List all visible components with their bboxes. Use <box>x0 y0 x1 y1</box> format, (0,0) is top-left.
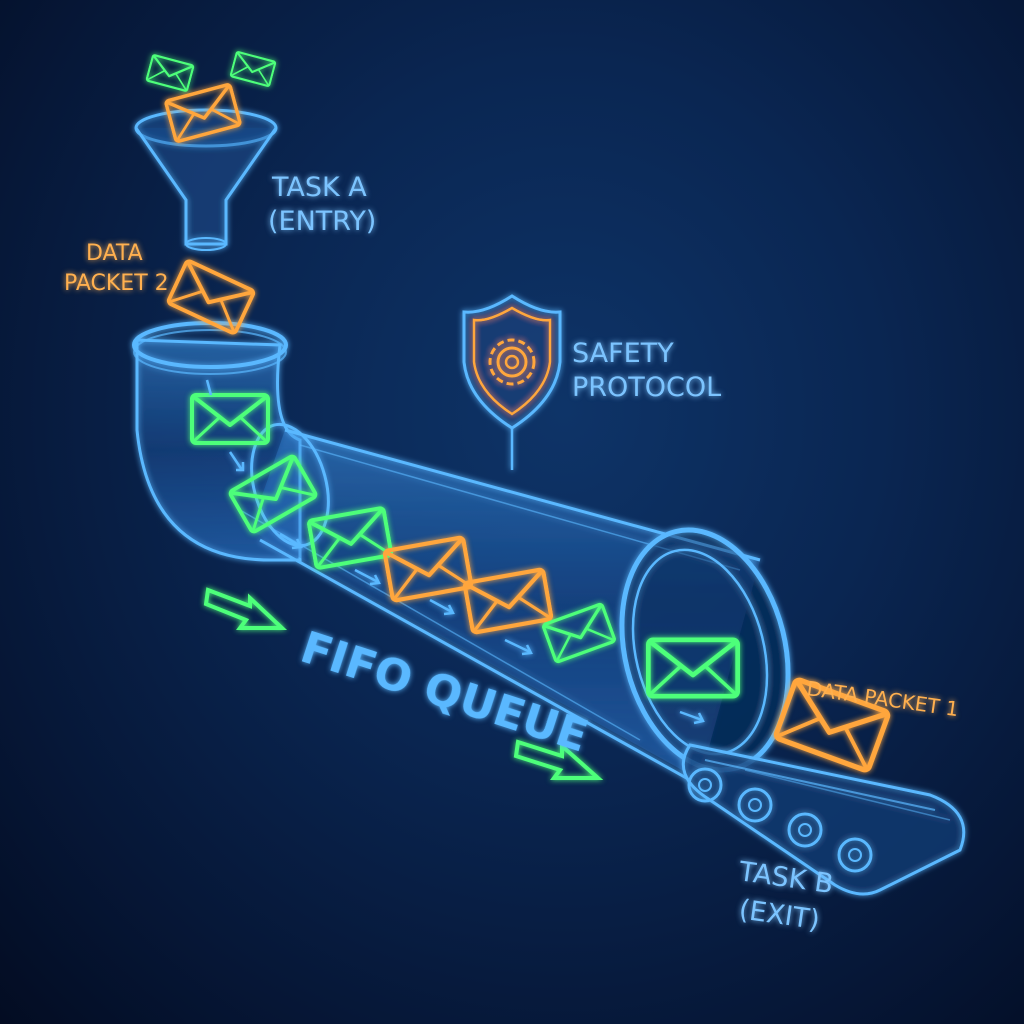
shield-gear-icon <box>462 294 562 470</box>
flow-arrows <box>205 379 705 725</box>
arrow-icon <box>228 451 245 472</box>
conveyor-belt-icon <box>681 743 966 896</box>
arrow-icon <box>203 587 288 630</box>
task-a-label: TASK A <box>271 172 367 203</box>
envelope-icon <box>229 50 277 88</box>
direction-arrows <box>203 587 604 780</box>
packet2-label: DATA <box>86 241 143 266</box>
arrow-icon <box>429 598 455 616</box>
arrow-icon <box>679 710 705 725</box>
packet2-sublabel: PACKET 2 <box>64 271 169 296</box>
envelope-icon <box>145 53 195 93</box>
arrow-icon <box>279 532 303 550</box>
arrow-icon <box>354 568 381 586</box>
task-b-sublabel: (EXIT) <box>737 894 822 936</box>
task-a-sublabel: (ENTRY) <box>268 206 376 237</box>
arrow-icon <box>504 638 533 656</box>
safety-label: SAFETY <box>572 338 674 369</box>
arrow-icon <box>205 379 213 396</box>
arrow-icon <box>513 739 604 780</box>
safety-sublabel: PROTOCOL <box>572 372 721 403</box>
funnel-icon <box>134 108 278 251</box>
